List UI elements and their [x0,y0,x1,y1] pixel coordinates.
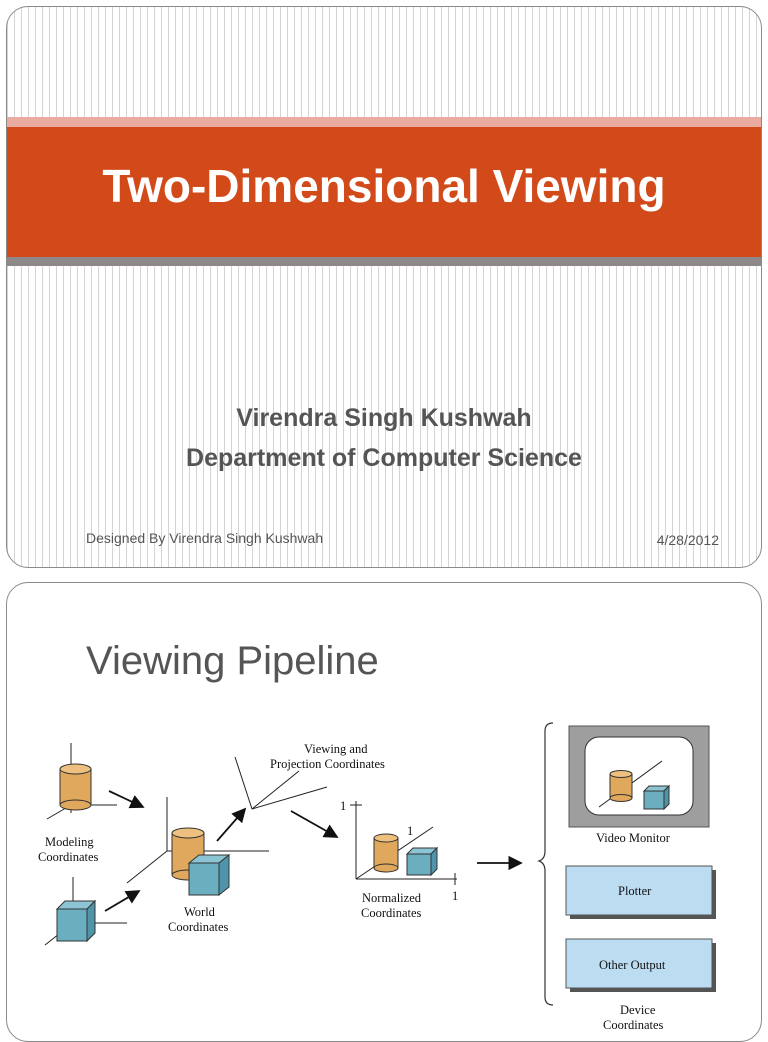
title-band [7,127,761,257]
arrow-modeling-to-world-top [108,790,145,809]
department-name: Department of Computer Science [186,444,582,472]
footer-designer: Designed By Virendra Singh Kushwah [86,530,324,546]
modeling-label-line1: Modeling [45,835,94,849]
video-monitor-label: Video Monitor [596,831,671,845]
viewing-pipeline-diagram: Modeling Coordinates [38,722,716,1032]
viewing-axes [234,756,328,810]
normalized-tick-y: 1 [340,799,346,813]
normalized-cube-icon [405,846,439,877]
normalized-tick-z: 1 [407,824,413,838]
device-label-line1: Device [620,1003,656,1017]
viewing-label-line1: Viewing and [304,742,368,756]
world-label-line2: Coordinates [168,920,229,934]
device-label-line2: Coordinates [603,1018,664,1032]
slide-title: Two-Dimensional Viewing [102,160,666,212]
arrow-modeling-to-world-bottom [104,890,141,912]
normalized-axes [350,801,457,885]
arrow-world-to-viewing [216,807,247,842]
slide-heading: Viewing Pipeline [86,639,379,683]
footer-date: 4/28/2012 [656,532,719,548]
world-label-line1: World [184,905,216,919]
modeling-cylinder-icon [59,763,92,811]
normalized-label-line2: Coordinates [361,906,422,920]
device-bracket [537,722,554,1006]
modeling-cube-icon [55,899,97,943]
plotter-box [565,865,713,916]
content-slide: Viewing Pipeline Modeling Coordinates [6,582,762,1042]
other-output-box [565,938,713,989]
normalized-cylinder-icon [373,833,399,873]
normalized-label-line1: Normalized [362,891,422,905]
modeling-label-line2: Coordinates [38,850,99,864]
title-band-accent-top [7,117,761,127]
world-cube-icon [187,853,231,897]
video-monitor-icon [568,725,710,828]
author-name: Virendra Singh Kushwah [236,404,532,432]
title-band-accent-bottom [7,257,761,266]
title-slide: Two-Dimensional Viewing Virendra Singh K… [6,6,762,568]
arrow-viewing-to-normalized [290,810,339,838]
normalized-tick-x: 1 [452,889,458,903]
plotter-label: Plotter [618,884,652,898]
other-output-label: Other Output [599,958,666,972]
viewing-label-line2: Projection Coordinates [270,757,385,771]
